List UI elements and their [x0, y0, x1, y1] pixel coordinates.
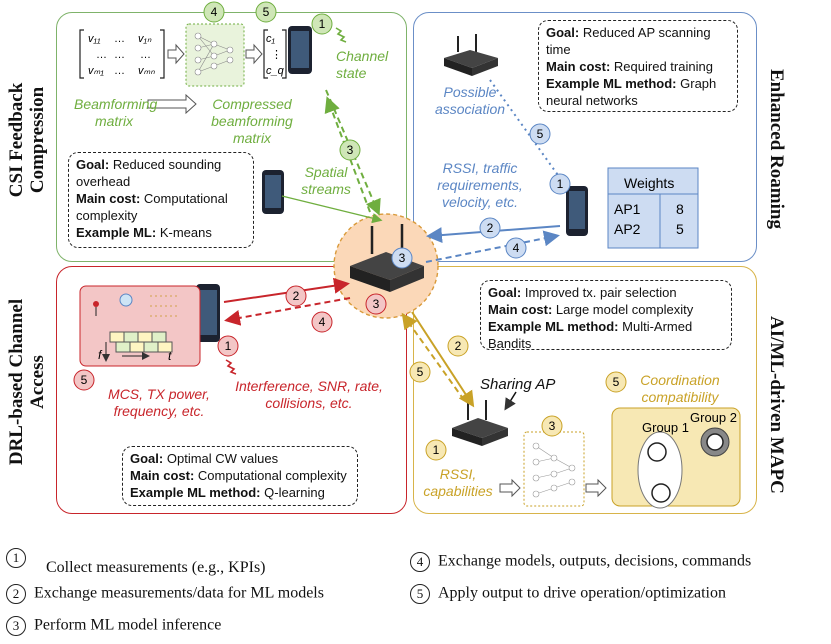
- mapc-panel: [413, 266, 757, 514]
- vector-cq: c_q: [266, 65, 285, 77]
- roaming-step-4: 4: [513, 241, 520, 255]
- drl-step-2: 2: [293, 289, 300, 303]
- matrix-dots-2: …: [96, 49, 107, 61]
- mapc-step-5: 5: [417, 365, 424, 379]
- center-step-3: 3: [399, 251, 406, 265]
- drl-arrow-2: [223, 277, 350, 303]
- mapc-arrow-2: [411, 311, 475, 408]
- weights-ap2: AP2: [614, 221, 641, 237]
- mcs-label: MCS, TX power, frequency, etc.: [108, 386, 210, 419]
- neural-network-icon: [532, 442, 576, 498]
- roaming-step-5: 5: [537, 127, 544, 141]
- matrix-dots-3: …: [114, 49, 125, 61]
- hollow-arrow: [585, 478, 607, 498]
- matrix-vm1: vₘ₁: [88, 65, 104, 77]
- vector-vdots: ⋮: [271, 49, 282, 61]
- association-dotted-line: [489, 79, 561, 179]
- spatial-stream-arrow: [281, 195, 383, 224]
- matrix-dots-4: …: [140, 49, 151, 61]
- roaming-panel: [413, 12, 757, 262]
- weights-ap1: AP1: [614, 201, 641, 217]
- mapc-step-2: 2: [455, 339, 462, 353]
- csi-info-box: Goal: Reduced sounding overhead Main cos…: [68, 152, 254, 248]
- mapc-arrow-5: [401, 312, 465, 401]
- coordination-label: Coordination compatibility: [640, 372, 720, 405]
- compressed-vector-graphic: c₁ ⋮ c_q: [263, 29, 287, 79]
- mapc-info-box: Goal: Improved tx. pair selection Main c…: [480, 280, 732, 351]
- roaming-step-2: 2: [487, 221, 494, 235]
- access-point-icon: [444, 34, 498, 76]
- interference-label: Interference, SNR, rate, collisions, etc…: [235, 378, 383, 411]
- rssi-traffic-label: RSSI, traffic requirements, velocity, et…: [437, 160, 523, 210]
- axis-t-label: t: [168, 349, 172, 363]
- drl-info-box: Goal: Optimal CW values Main cost: Compu…: [122, 446, 358, 506]
- csi-panel: [56, 12, 407, 262]
- phone-icon: [566, 186, 588, 236]
- weights-table: Weights AP1 8 AP2 5: [607, 167, 699, 249]
- beamforming-matrix-label: Beamforming matrix: [74, 96, 158, 129]
- channel-state-label: Channel state: [336, 48, 389, 81]
- mapc-rssi-label: RSSI, capabilities: [423, 466, 493, 499]
- drl-step-5: 5: [81, 373, 88, 387]
- group-1-station: [647, 442, 667, 462]
- drl-state-graphic: f t: [79, 285, 201, 367]
- group-2-label: Group 2: [690, 410, 737, 425]
- sharing-access-point-icon: [452, 400, 508, 446]
- csi-step-4: 3: [347, 143, 354, 157]
- mapc-step-3: 3: [549, 419, 556, 433]
- central-access-point-icon: [350, 224, 424, 292]
- drl-panel: [56, 266, 407, 514]
- legend-item-1: 1Collect measurements (e.g., KPIs): [6, 548, 266, 576]
- csi-step-3: 4: [211, 5, 218, 19]
- sharing-ap-label: Sharing AP: [480, 376, 556, 393]
- csi-step-5: 5: [263, 5, 270, 19]
- neural-network-icon: [194, 32, 234, 76]
- sharing-ap-pointer: [504, 391, 517, 411]
- vector-c1: c₁: [266, 33, 276, 45]
- csi-step-1: 1: [319, 17, 326, 31]
- hollow-arrow-long: [147, 93, 197, 115]
- hollow-arrow: [167, 43, 185, 65]
- possible-association-label: Possible association: [434, 84, 506, 117]
- group-1-label: Group 1: [642, 420, 689, 435]
- mapc-step-1: 1: [433, 443, 440, 457]
- weights-header: Weights: [624, 175, 674, 191]
- mapc-nn-box: [523, 431, 585, 507]
- center-step-3b: 3: [373, 297, 380, 311]
- drl-arrow-4: [224, 297, 351, 326]
- matrix-v11: v₁₁: [88, 33, 101, 45]
- drl-step-1: 1: [225, 339, 232, 353]
- roaming-info-box: Goal: Reduced AP scanning time Main cost…: [538, 20, 738, 112]
- signal-icon: [335, 27, 347, 43]
- roaming-arrow-4: [425, 230, 560, 263]
- matrix-vmn: vₘₙ: [138, 65, 155, 77]
- mapc-coord-step-5: 5: [613, 375, 620, 389]
- weights-ap2-value: 5: [676, 221, 684, 237]
- phone-icon: [262, 170, 284, 214]
- phone-icon: [196, 284, 220, 342]
- matrix-dots-1: …: [114, 33, 125, 45]
- axis-f-label: f: [98, 348, 103, 362]
- roaming-step-1: 1: [557, 177, 564, 191]
- compressed-matrix-label: Compressed beamforming matrix: [211, 96, 293, 146]
- weights-ap1-value: 8: [676, 201, 684, 217]
- hollow-arrow: [245, 43, 263, 65]
- matrix-v1n: v₁ₙ: [138, 33, 152, 45]
- matrix-dots-5: …: [114, 65, 125, 77]
- hollow-arrow: [499, 478, 521, 498]
- drl-step-4: 4: [319, 315, 326, 329]
- signal-icon: [225, 359, 237, 375]
- group-2-station: [706, 433, 724, 451]
- beamforming-matrix-graphic: v₁₁ … v₁ₙ … … … vₘ₁ … vₘₙ: [79, 29, 165, 79]
- group-1-station: [651, 483, 671, 503]
- spatial-streams-label: Spatial streams: [301, 164, 351, 197]
- phone-icon: [288, 26, 312, 74]
